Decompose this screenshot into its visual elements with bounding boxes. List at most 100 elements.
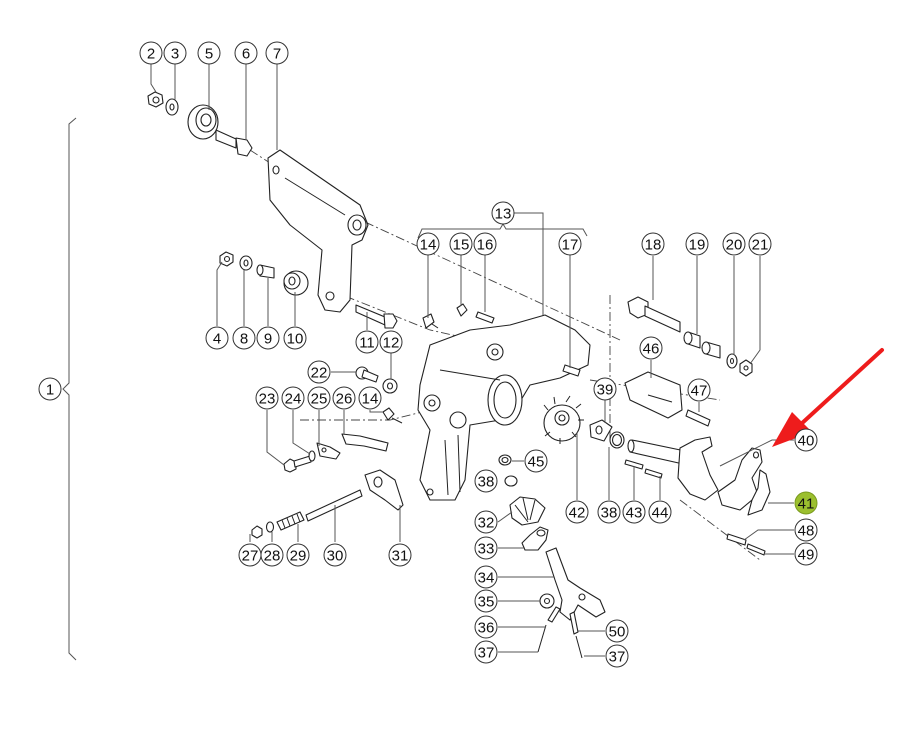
- callout-part-21[interactable]: 21: [748, 232, 772, 256]
- callout-part-17[interactable]: 17: [558, 232, 582, 256]
- callout-part-14[interactable]: 14: [358, 386, 382, 410]
- callout-part-27[interactable]: 27: [238, 543, 262, 567]
- callout-part-13[interactable]: 13: [491, 201, 515, 225]
- part-clip-26: [341, 433, 389, 452]
- callout-circle: [622, 500, 646, 524]
- callout-part-46[interactable]: 46: [639, 336, 663, 360]
- callout-part-41[interactable]: 41: [794, 491, 818, 515]
- callout-label: 34: [478, 570, 495, 587]
- callout-part-3[interactable]: 3: [163, 41, 187, 65]
- callout-part-15[interactable]: 15: [449, 232, 473, 256]
- callout-part-44[interactable]: 44: [648, 500, 672, 524]
- callout-part-1[interactable]: 1: [38, 377, 62, 401]
- callout-part-9[interactable]: 9: [256, 326, 280, 350]
- callout-circle: [605, 644, 629, 668]
- callout-circle: [473, 232, 497, 256]
- callout-circle: [416, 232, 440, 256]
- callout-part-50[interactable]: 50: [605, 619, 629, 643]
- callout-label: 19: [689, 237, 706, 254]
- callout-part-37[interactable]: 37: [605, 644, 629, 668]
- callout-part-42[interactable]: 42: [565, 500, 589, 524]
- callout-label: 42: [569, 505, 586, 522]
- callout-label: 17: [562, 237, 579, 254]
- part-bearing-5: [187, 104, 219, 140]
- callout-part-24[interactable]: 24: [281, 386, 305, 410]
- callout-part-29[interactable]: 29: [286, 543, 310, 567]
- callout-part-49[interactable]: 49: [794, 542, 818, 566]
- callout-part-38[interactable]: 38: [474, 469, 498, 493]
- callout-part-35[interactable]: 35: [474, 589, 498, 613]
- part-washer-38b: [609, 431, 625, 449]
- part-lever-34: [545, 547, 606, 621]
- callout-part-4[interactable]: 4: [205, 326, 229, 350]
- callout-label: 8: [240, 331, 248, 348]
- callout-label: 29: [290, 548, 307, 565]
- callout-part-45[interactable]: 45: [524, 449, 548, 473]
- group-bracket-1: [62, 117, 77, 661]
- callout-part-34[interactable]: 34: [474, 565, 498, 589]
- callout-part-10[interactable]: 10: [283, 326, 307, 350]
- callout-part-25[interactable]: 25: [307, 386, 331, 410]
- callout-label: 10: [287, 331, 304, 348]
- callout-part-22[interactable]: 22: [307, 360, 331, 384]
- callout-part-43[interactable]: 43: [622, 500, 646, 524]
- callout-part-18[interactable]: 18: [641, 232, 665, 256]
- callout-label: 27: [242, 548, 259, 565]
- callout-circle: [524, 449, 548, 473]
- callout-label: 5: [205, 46, 213, 63]
- callout-circle: [474, 536, 498, 560]
- part-nut-27: [251, 525, 263, 539]
- part-plate-25: [316, 442, 341, 460]
- callout-part-2[interactable]: 2: [139, 41, 163, 65]
- callout-part-38[interactable]: 38: [597, 500, 621, 524]
- callout-part-31[interactable]: 31: [388, 543, 412, 567]
- callout-circle: [388, 543, 412, 567]
- callout-part-5[interactable]: 5: [197, 41, 221, 65]
- callout-part-11[interactable]: 11: [355, 330, 379, 354]
- callout-label: 44: [652, 505, 669, 522]
- callout-label: 39: [597, 382, 614, 399]
- callout-label: 28: [264, 548, 281, 565]
- callout-circle: [197, 41, 221, 65]
- callout-label: 46: [643, 341, 660, 358]
- callout-part-33[interactable]: 33: [474, 536, 498, 560]
- callout-label: 15: [453, 237, 470, 254]
- part-washer-45: [498, 454, 512, 466]
- callout-label: 30: [327, 548, 344, 565]
- callout-part-37[interactable]: 37: [474, 640, 498, 664]
- callout-part-26[interactable]: 26: [332, 386, 356, 410]
- callout-part-7[interactable]: 7: [265, 41, 289, 65]
- callout-circle: [255, 386, 279, 410]
- callout-part-20[interactable]: 20: [722, 232, 746, 256]
- callout-circle: [794, 542, 818, 566]
- part-fitting-14b: [382, 407, 403, 424]
- callout-part-12[interactable]: 12: [379, 330, 403, 354]
- part-bolt-6: [215, 129, 253, 157]
- callout-part-6[interactable]: 6: [234, 41, 258, 65]
- part-bushings-19: [683, 331, 721, 359]
- callout-part-8[interactable]: 8: [232, 326, 256, 350]
- callout-part-19[interactable]: 19: [685, 232, 709, 256]
- callout-part-36[interactable]: 36: [474, 615, 498, 639]
- part-clutch-housing: [677, 436, 719, 501]
- callout-part-28[interactable]: 28: [260, 543, 284, 567]
- callout-part-14[interactable]: 14: [416, 232, 440, 256]
- part-pin-43: [624, 459, 644, 470]
- callout-circle: [256, 326, 280, 350]
- part-pawl-40: [717, 447, 763, 511]
- callout-label: 38: [601, 505, 618, 522]
- callout-label: 31: [392, 548, 409, 565]
- callout-part-48[interactable]: 48: [794, 518, 818, 542]
- callout-circle: [794, 518, 818, 542]
- callout-part-32[interactable]: 32: [474, 510, 498, 534]
- callout-part-23[interactable]: 23: [255, 386, 279, 410]
- callout-part-39[interactable]: 39: [593, 377, 617, 401]
- callout-circle: [565, 500, 589, 524]
- callout-part-40[interactable]: 40: [794, 428, 818, 452]
- callout-label: 14: [362, 391, 379, 408]
- callout-part-47[interactable]: 47: [687, 378, 711, 402]
- callout-part-16[interactable]: 16: [473, 232, 497, 256]
- callout-circle: [260, 543, 284, 567]
- callout-part-30[interactable]: 30: [323, 543, 347, 567]
